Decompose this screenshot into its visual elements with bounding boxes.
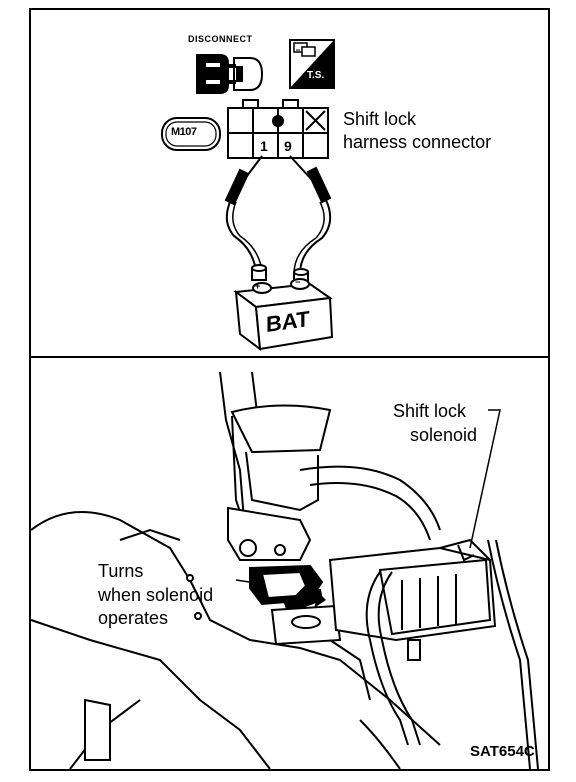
ts-label: T.S. bbox=[307, 70, 325, 81]
connector-id-badge bbox=[161, 117, 221, 151]
test-leads bbox=[224, 155, 332, 275]
disconnect-icon bbox=[196, 54, 264, 94]
shift-lever-assembly bbox=[30, 371, 539, 770]
harness-connector-grid bbox=[227, 99, 329, 159]
connector-id-text: M107 bbox=[171, 126, 197, 138]
panel-divider bbox=[31, 356, 548, 358]
connector-label-line1: Shift lock bbox=[343, 109, 417, 129]
battery-minus-sign: − bbox=[295, 277, 301, 287]
battery-label: BAT bbox=[266, 305, 310, 338]
solenoid-label-line1: Shift lock bbox=[393, 401, 467, 421]
pin-right-number: 9 bbox=[284, 138, 292, 154]
connector-key-dot bbox=[272, 115, 284, 127]
turns-label-line1: Turns bbox=[98, 561, 144, 581]
battery-icon bbox=[233, 264, 334, 352]
disconnect-label: DISCONNECT bbox=[188, 34, 253, 44]
turns-label-line2: when solenoid bbox=[98, 585, 214, 605]
solenoid-label-line2: solenoid bbox=[410, 425, 478, 445]
connector-label-line2: harness connector bbox=[343, 132, 492, 152]
figure-frame bbox=[29, 8, 550, 771]
callout-leaders bbox=[235, 409, 501, 585]
figure-code: SAT654C bbox=[470, 743, 535, 760]
rotation-arrow bbox=[288, 590, 326, 608]
pin-left-number: 1 bbox=[260, 138, 268, 154]
ts-icon bbox=[289, 39, 335, 89]
turns-label-line3: operates bbox=[98, 608, 169, 628]
battery-plus-sign: + bbox=[255, 281, 261, 291]
